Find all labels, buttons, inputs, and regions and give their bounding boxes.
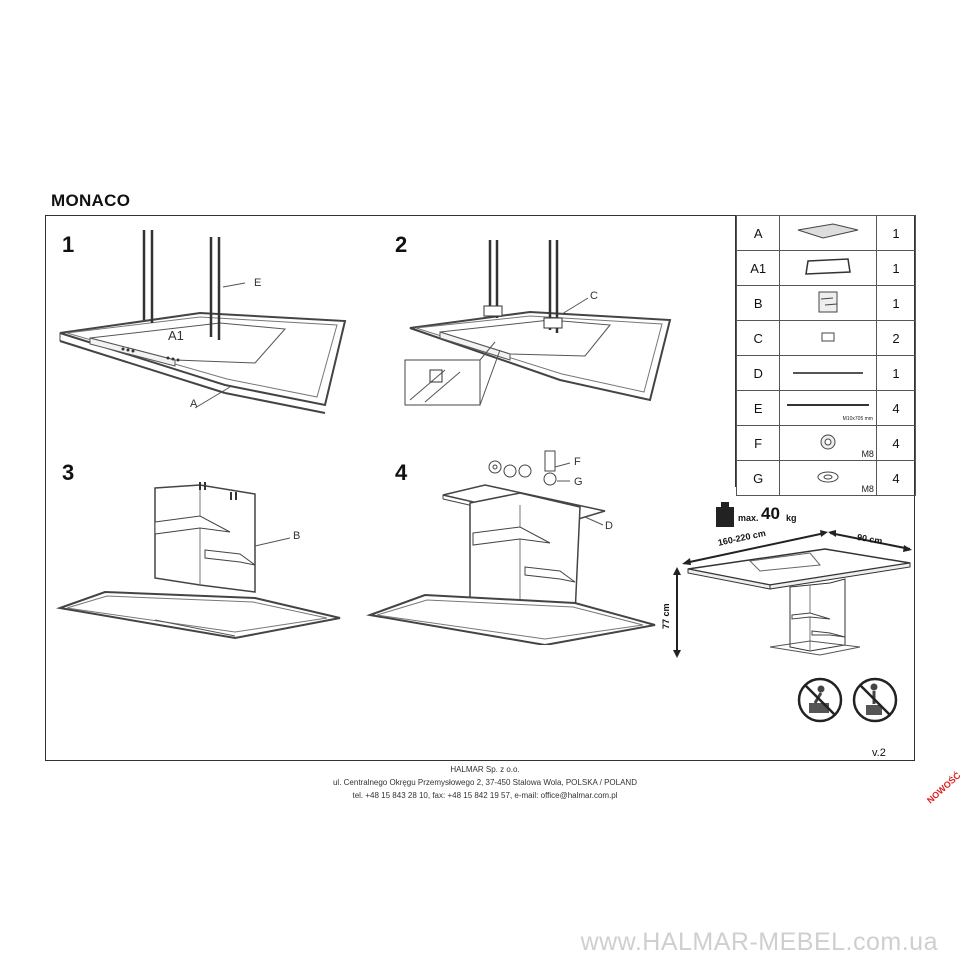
part-qty: 1	[875, 215, 917, 251]
height-dimension: 77 cm	[661, 603, 671, 629]
part-code: F	[735, 425, 781, 461]
footer-address: ul. Centralnego Okręgu Przemysłowego 2, …	[332, 778, 637, 787]
step-4-number: 4	[395, 460, 408, 485]
nut-icon: M8	[779, 425, 877, 461]
washer-icon: M8	[779, 460, 877, 496]
part-qty: 4	[875, 460, 917, 496]
part-qty: 4	[875, 425, 917, 461]
new-badge: NOWOŚĆ	[925, 770, 963, 806]
label-g: G	[574, 476, 583, 488]
part-code: E	[735, 390, 781, 426]
document-title: MONACO	[51, 191, 131, 210]
max-value: 40	[761, 504, 780, 523]
step-2-illustration	[404, 240, 672, 406]
step-2-number: 2	[395, 232, 408, 257]
threaded-rod-icon: M10x705 mm	[779, 390, 877, 426]
step-3-number: 3	[62, 460, 75, 485]
part-code: A1	[735, 250, 781, 286]
part-code: B	[735, 285, 781, 321]
nut-spec: M8	[861, 449, 874, 459]
part-qty: 4	[875, 390, 917, 426]
step-1-number: 1	[62, 232, 75, 257]
max-label: max.	[738, 513, 759, 523]
parts-row: A1 1	[735, 250, 917, 286]
parts-row: E M10x705 mm 4	[735, 390, 917, 426]
footer-company: HALMAR Sp. z o.o.	[450, 765, 520, 774]
parts-row: A 1	[735, 215, 917, 251]
no-standing-icon	[852, 677, 898, 723]
part-qty: 1	[875, 285, 917, 321]
part-code: C	[735, 320, 781, 356]
extension-leaf-icon	[779, 250, 877, 286]
part-code: A	[735, 215, 781, 251]
part-qty: 1	[875, 355, 917, 391]
label-e: E	[254, 277, 262, 289]
max-unit: kg	[786, 513, 797, 523]
label-d: D	[605, 520, 613, 532]
parts-row: G M8 4	[735, 460, 917, 496]
parts-row: B 1	[735, 285, 917, 321]
label-b: B	[293, 530, 301, 542]
rod-spec: M10x705 mm	[842, 416, 873, 422]
bracket-icon	[779, 320, 877, 356]
label-c: C	[590, 290, 598, 302]
washer-spec: M8	[861, 484, 874, 494]
parts-row: D 1	[735, 355, 917, 391]
step-1-illustration	[59, 230, 347, 414]
part-qty: 1	[875, 250, 917, 286]
dimensions-drawing	[673, 530, 912, 658]
label-f: F	[574, 456, 581, 468]
tabletop-icon	[779, 215, 877, 251]
step-3-illustration	[56, 482, 341, 640]
label-a: A	[190, 398, 198, 410]
parts-row: F M8 4	[735, 425, 917, 461]
label-a1: A1	[168, 328, 184, 343]
no-climbing-icon	[797, 677, 843, 723]
parts-list: A 1 A1 1 B 1 C 2 D	[735, 215, 917, 496]
part-code: G	[735, 460, 781, 496]
weight-icon	[716, 502, 734, 527]
step-4-illustration	[366, 450, 656, 645]
pedestal-base-icon	[779, 285, 877, 321]
footer-contact: tel. +48 15 843 28 10, fax: +48 15 842 1…	[352, 791, 618, 800]
version-label: v.2	[872, 747, 886, 759]
mounting-plate-icon	[779, 355, 877, 391]
parts-row: C 2	[735, 320, 917, 356]
watermark: www.HALMAR-MEBEL.com.ua	[580, 928, 938, 956]
part-code: D	[735, 355, 781, 391]
part-qty: 2	[875, 320, 917, 356]
